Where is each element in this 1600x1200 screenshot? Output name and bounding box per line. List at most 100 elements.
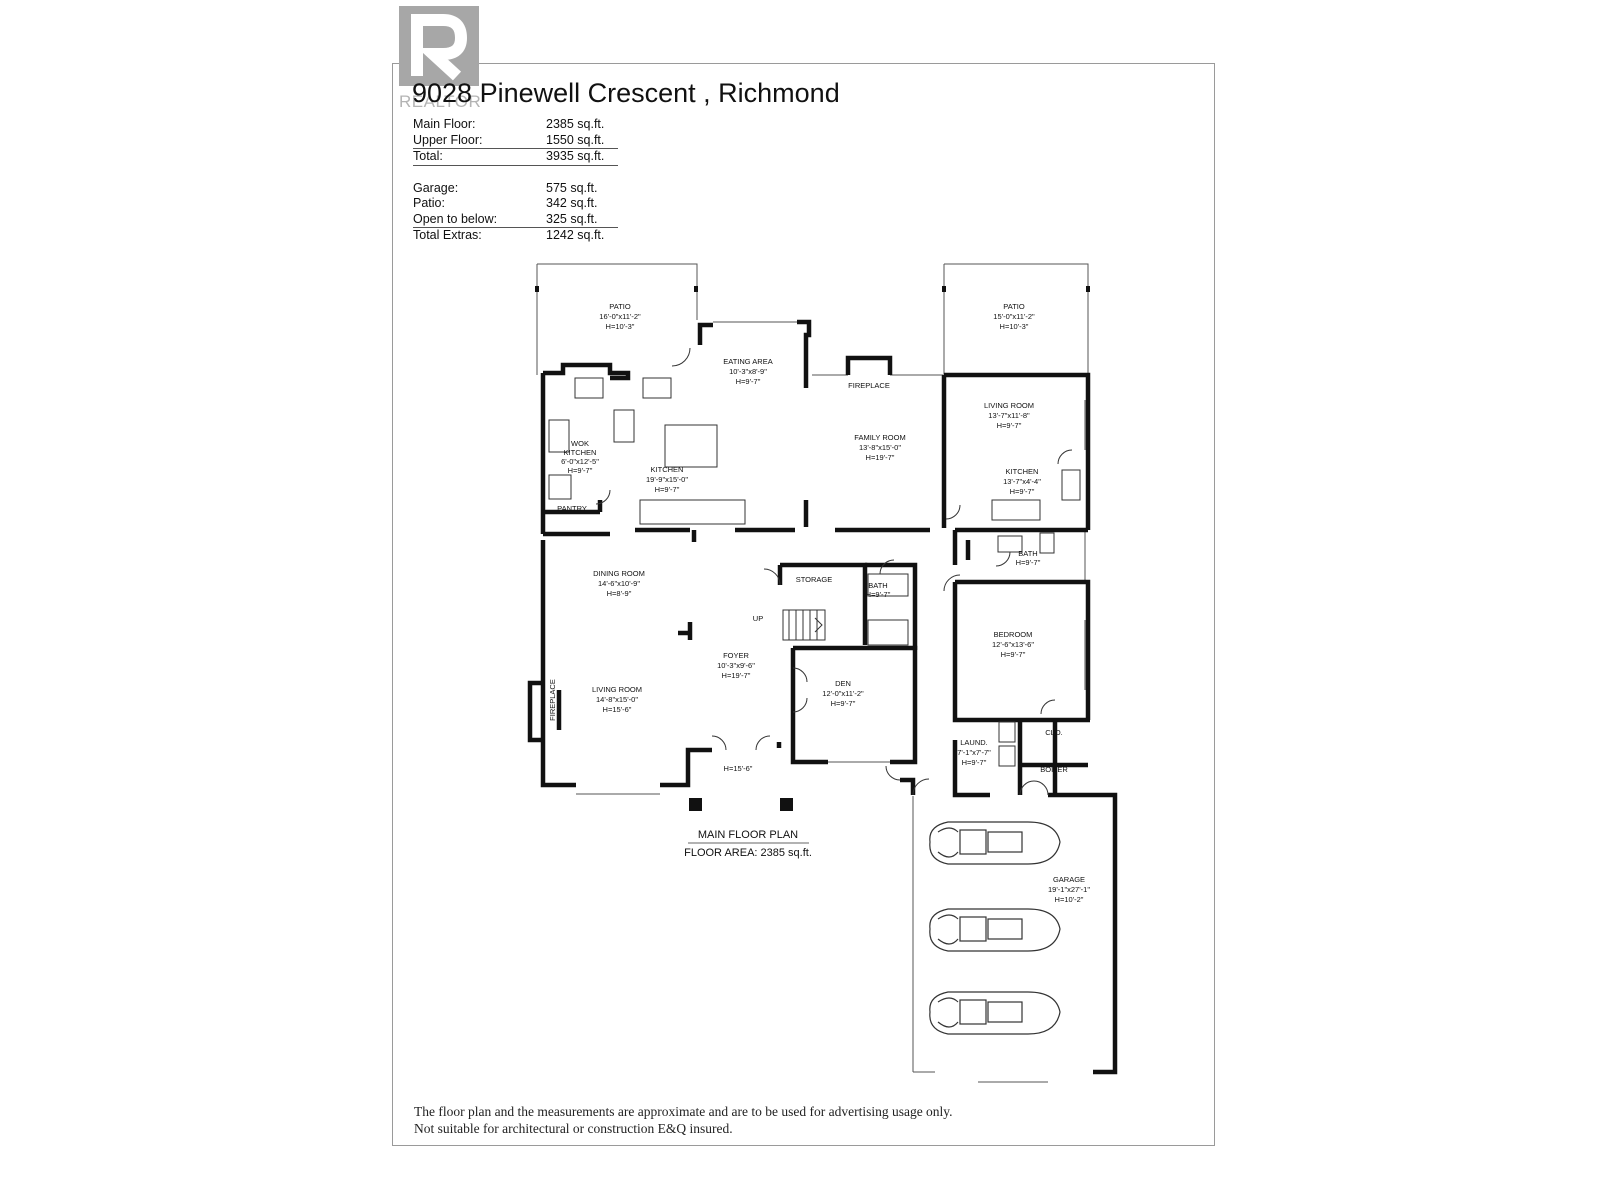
room-name: KITCHEN xyxy=(651,465,684,474)
disclaimer: The floor plan and the measurements are … xyxy=(414,1103,953,1137)
room-name: PANTRY xyxy=(557,504,587,513)
sink-icon xyxy=(574,377,604,399)
disclaimer-line: The floor plan and the measurements are … xyxy=(414,1104,953,1119)
sink-icon xyxy=(642,377,672,399)
area-value: 575 sq.ft. xyxy=(546,180,598,195)
room-name: FIREPLACE xyxy=(548,679,557,721)
room-height: H=8'-9" xyxy=(607,589,632,598)
room-dims: 14'-8"x15'-0" xyxy=(596,695,638,704)
thin-outlines xyxy=(536,263,1089,1083)
car-icon xyxy=(929,821,1061,865)
room-dims: 10'-3"x8'-9" xyxy=(729,367,767,376)
room-dims: 19'-9"x15'-0" xyxy=(646,475,688,484)
door-swing xyxy=(755,735,771,751)
door-swing xyxy=(945,504,961,520)
room-height: H=10'-3" xyxy=(606,322,635,331)
sink-icon xyxy=(1061,469,1081,501)
door-swing xyxy=(1057,449,1073,465)
door-swing xyxy=(1040,699,1056,715)
room-height: H=9'-7" xyxy=(962,758,987,767)
plan-caption-area: FLOOR AREA: 2385 sq.ft. xyxy=(684,847,812,859)
patio-post xyxy=(942,286,946,292)
room-height: H=9'-7" xyxy=(736,377,761,386)
area-value: 342 sq.ft. xyxy=(546,196,598,210)
room-name: FIREPLACE xyxy=(848,381,890,390)
room-dims: 7'-1"x7'-7" xyxy=(957,748,991,757)
walls xyxy=(527,319,1118,1075)
door-swing xyxy=(912,778,930,796)
room-height: H=19'-7" xyxy=(866,453,895,462)
room-name: BOILER xyxy=(1040,765,1068,774)
area-value: 1550 sq.ft. xyxy=(546,132,605,147)
disclaimer-line: Not suitable for architectural or constr… xyxy=(414,1121,733,1136)
room-dims: 13'-7"x11'-8" xyxy=(988,411,1030,420)
room-dims: 13'-7"x4'-4" xyxy=(1003,477,1041,486)
kitchen-island xyxy=(664,424,718,468)
door-swing xyxy=(671,347,691,367)
porch-column xyxy=(689,798,702,811)
room-name: BATH xyxy=(868,581,887,590)
room-height: H=10'-2" xyxy=(1055,895,1084,904)
patio-post xyxy=(535,286,539,292)
realtor-logo-mark xyxy=(399,6,479,86)
stove-icon xyxy=(991,499,1041,521)
room-name: EATING AREA xyxy=(723,357,772,366)
area-label: Patio: xyxy=(413,196,445,210)
area-value: 1242 sq.ft. xyxy=(546,228,605,242)
fixtures xyxy=(548,377,1081,767)
room-name: BATH xyxy=(1018,549,1037,558)
washer-icon xyxy=(998,721,1016,743)
door-swing xyxy=(1019,780,1035,796)
room-name: KITCHEN xyxy=(564,448,597,457)
room-name: DEN xyxy=(835,679,851,688)
property-address-title: 9028 Pinewell Crescent , Richmond xyxy=(412,78,840,108)
room-name: LIVING ROOM xyxy=(984,401,1034,410)
room-height: H=15'-6" xyxy=(724,764,753,773)
dryer-icon xyxy=(998,745,1016,767)
area-row-total: Total: 3935 sq.ft. xyxy=(413,149,618,166)
room-dims: 15'-0"x11'-2" xyxy=(993,312,1035,321)
patio-post xyxy=(694,286,698,292)
area-label: Garage: xyxy=(413,180,459,195)
room-name: FOYER xyxy=(723,651,749,660)
realtor-logo-text: REALTOR xyxy=(399,92,482,111)
room-height: H=9'-7" xyxy=(1016,558,1041,567)
room-dims: 6'-0"x12'-5" xyxy=(561,457,599,466)
area-row-open-to-below: Open to below: 325 sq.ft. xyxy=(413,211,618,228)
room-height: H=9'-7" xyxy=(866,590,891,599)
room-name: KITCHEN xyxy=(1006,467,1039,476)
door-swing xyxy=(763,568,781,586)
room-height: H=9'-7" xyxy=(831,699,856,708)
room-height: H=9'-7" xyxy=(1010,487,1035,496)
room-name: PATIO xyxy=(1003,302,1025,311)
room-name: GARAGE xyxy=(1053,875,1085,884)
area-value: 2385 sq.ft. xyxy=(546,117,605,131)
room-dims: 12'-6"x13'-6" xyxy=(992,640,1034,649)
room-name: CLO. xyxy=(1045,728,1063,737)
area-label: Total Extras: xyxy=(413,228,482,242)
garage-cars xyxy=(929,821,1061,1035)
staircase xyxy=(782,609,826,641)
patio-post xyxy=(1086,286,1090,292)
stove-icon xyxy=(548,419,570,453)
door-swing xyxy=(995,551,1011,567)
room-height: H=9'-7" xyxy=(997,421,1022,430)
room-dims: 16'-0"x11'-2" xyxy=(599,312,641,321)
door-swing xyxy=(595,489,611,505)
room-name: LIVING ROOM xyxy=(592,685,642,694)
arrow-right-icon xyxy=(814,617,823,633)
room-dims: 12'-0"x11'-2" xyxy=(822,689,864,698)
room-height: H=9'-7" xyxy=(568,466,593,475)
kitchen-counter xyxy=(639,499,746,525)
area-label: Main Floor: xyxy=(413,117,476,131)
floor-plan-sheet xyxy=(392,63,1215,1146)
area-value: 325 sq.ft. xyxy=(546,211,598,226)
room-name: BEDROOM xyxy=(994,630,1033,639)
bathtub-icon xyxy=(867,619,909,646)
stair-label: UP xyxy=(753,614,763,623)
room-dims: 19'-1"x27'-1" xyxy=(1048,885,1090,894)
room-labels: PATIO 16'-0"x11'-2" H=10'-3" PATIO 15'-0… xyxy=(548,302,1090,904)
area-value: 3935 sq.ft. xyxy=(546,149,605,163)
area-row-garage: Garage: 575 sq.ft. xyxy=(413,181,618,197)
